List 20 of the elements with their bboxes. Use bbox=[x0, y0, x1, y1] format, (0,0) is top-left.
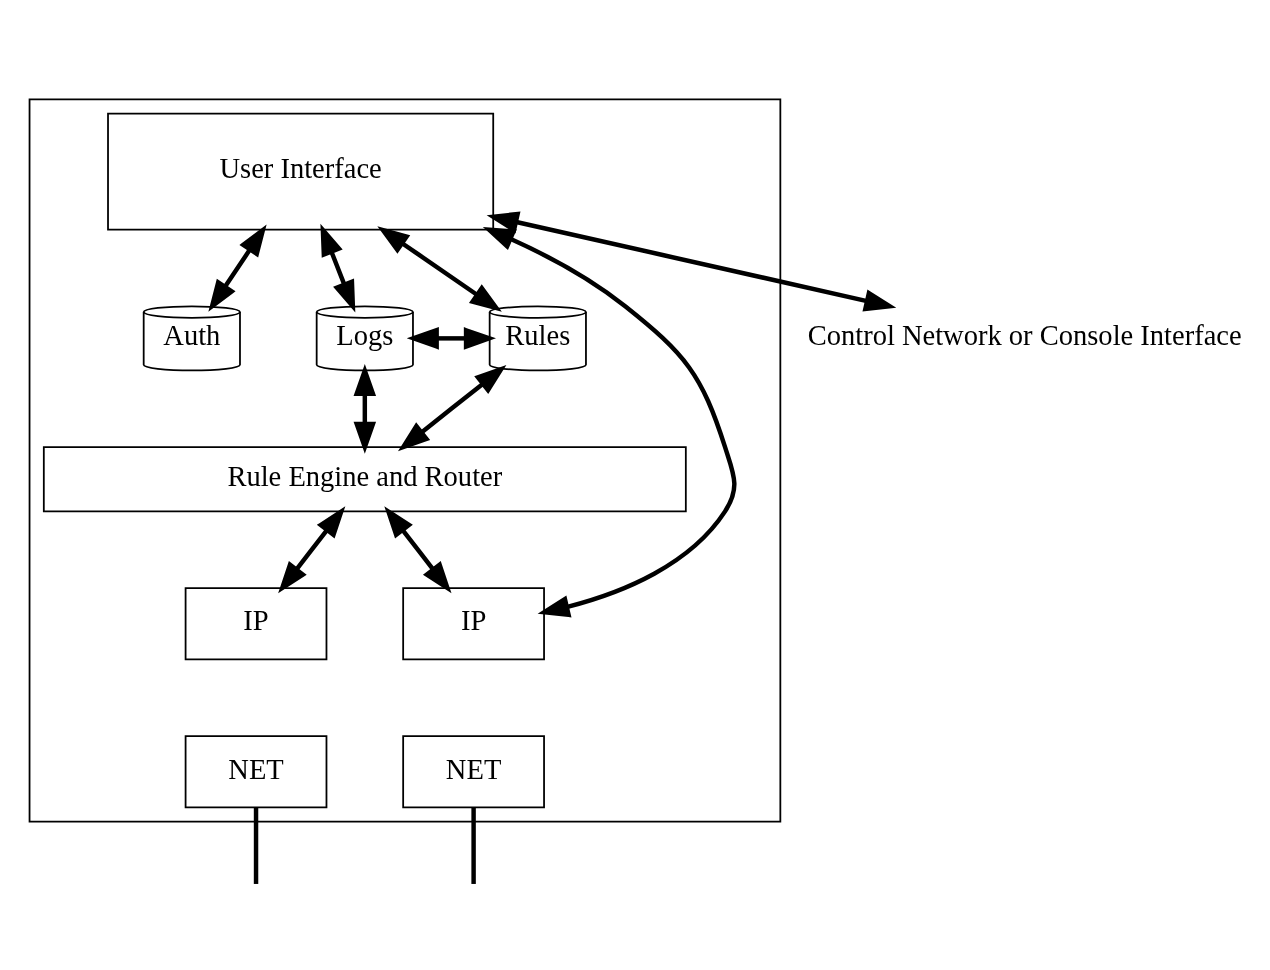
node-box: User Interface bbox=[107, 112, 495, 230]
arrow bbox=[278, 505, 346, 593]
arrow bbox=[406, 326, 496, 350]
arrow bbox=[377, 225, 502, 312]
node-box: NET bbox=[402, 734, 545, 808]
node-box: NET bbox=[184, 734, 328, 808]
connector bbox=[253, 807, 259, 884]
connector bbox=[471, 807, 476, 884]
arrow bbox=[384, 505, 452, 593]
arrow bbox=[208, 223, 267, 312]
arrow bbox=[482, 226, 737, 617]
arrow bbox=[486, 210, 897, 312]
node-box: IP bbox=[402, 586, 545, 660]
arrow bbox=[320, 223, 356, 312]
arrow bbox=[397, 364, 507, 451]
arrow bbox=[353, 363, 377, 454]
node-box: Rule Engine and Router bbox=[42, 445, 687, 512]
cluster bbox=[28, 98, 782, 823]
node-text: Control Network or Console Interface bbox=[807, 319, 1242, 351]
node-box: IP bbox=[184, 586, 328, 660]
